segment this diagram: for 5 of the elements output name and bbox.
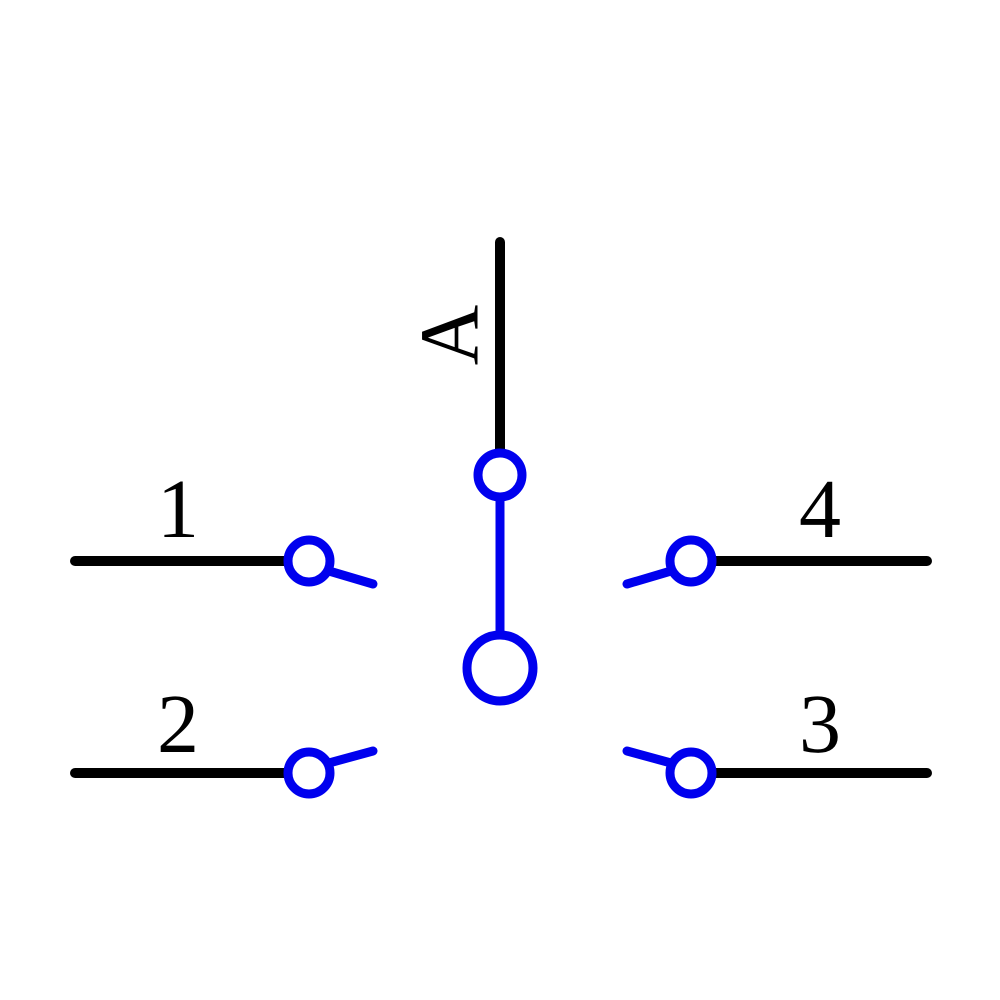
terminal-label: 1 xyxy=(157,468,199,552)
terminal-label: 3 xyxy=(799,683,841,767)
terminal-label: 2 xyxy=(157,683,199,767)
terminal-label: 4 xyxy=(799,468,841,552)
terminal-label: A xyxy=(408,304,492,366)
